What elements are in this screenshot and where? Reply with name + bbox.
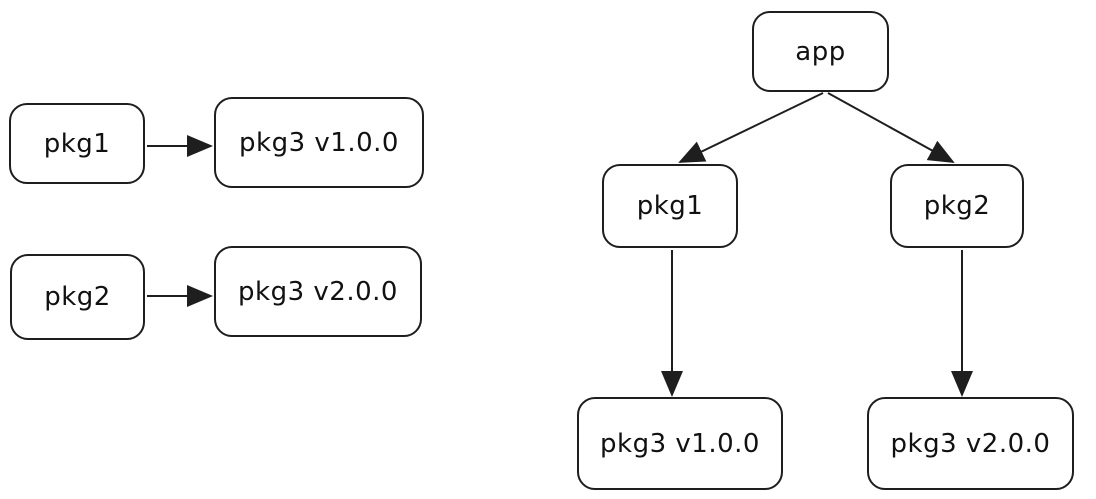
node-left-pkg3-v2: pkg3 v2.0.0 <box>214 246 422 337</box>
node-label: pkg2 <box>44 282 111 312</box>
node-label: pkg1 <box>43 128 111 159</box>
node-left-pkg1: pkg1 <box>9 103 145 184</box>
node-label: pkg3 v1.0.0 <box>239 127 399 158</box>
node-label: app <box>795 36 846 67</box>
node-label: pkg1 <box>636 191 704 221</box>
node-app: app <box>752 11 889 92</box>
edge-app-to-pkg1 <box>678 92 824 163</box>
edge-app-to-pkg2 <box>827 92 955 163</box>
node-left-pkg2: pkg2 <box>10 254 145 340</box>
node-left-pkg3-v1: pkg3 v1.0.0 <box>214 97 424 188</box>
node-label: pkg3 v2.0.0 <box>238 276 398 307</box>
node-label: pkg3 v1.0.0 <box>600 428 760 459</box>
node-tree-pkg3-v1: pkg3 v1.0.0 <box>577 397 783 490</box>
node-label: pkg3 v2.0.0 <box>890 428 1051 459</box>
node-tree-pkg3-v2: pkg3 v2.0.0 <box>867 397 1074 490</box>
node-label: pkg2 <box>923 191 991 221</box>
node-tree-pkg1: pkg1 <box>602 164 738 248</box>
node-tree-pkg2: pkg2 <box>890 164 1024 248</box>
